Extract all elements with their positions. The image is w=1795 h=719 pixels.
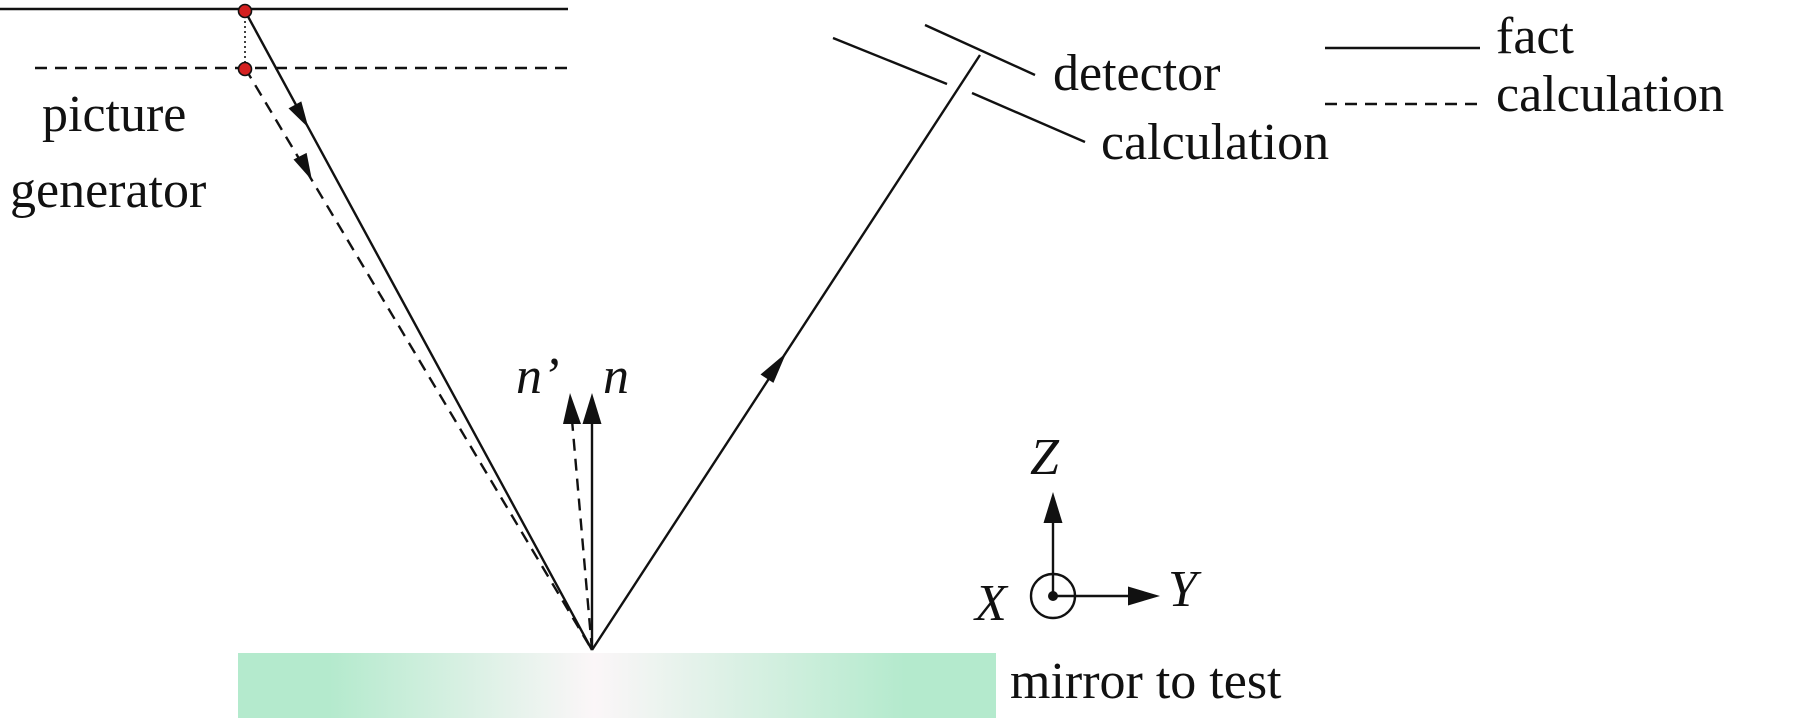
y-axis-arrowhead (1128, 586, 1160, 606)
z-axis-label: Z (1030, 429, 1060, 486)
detector-plane-calculation (832, 36, 948, 86)
legend-calculation-label: calculation (1496, 66, 1724, 123)
source-point-calculation (237, 61, 253, 77)
normal-calculated-arrowhead (563, 393, 581, 424)
x-axis-dot (1048, 591, 1058, 601)
mirror-to-test (238, 653, 996, 718)
z-axis-arrowhead (1043, 492, 1063, 523)
normal-calculated-label: n’ (516, 348, 559, 405)
normal-measured-arrowhead (582, 393, 602, 424)
x-axis-label: X (973, 575, 1009, 632)
y-axis-label: Y (1168, 561, 1202, 618)
incident-arrow-calculation (293, 152, 312, 181)
normal-measured-label: n (603, 348, 629, 405)
legend-fact-label: fact (1496, 8, 1574, 65)
incident-ray-calculation (243, 67, 594, 651)
detector-label: detector (1053, 45, 1220, 102)
x-axis-out-of-page-symbol (1029, 572, 1077, 620)
normal-calculated (570, 419, 594, 651)
detector-plane-calculation-ext (971, 91, 1086, 144)
reflected-ray-arrow (760, 352, 787, 383)
picture-generator-label-line1: picture (42, 86, 186, 143)
reflected-ray (590, 54, 982, 651)
incident-arrow-fact (288, 101, 309, 128)
picture-generator-label-line2: generator (10, 162, 206, 219)
detector-calculation-label: calculation (1101, 114, 1329, 171)
mirror-label: mirror to test (1010, 653, 1282, 710)
detector-plane-fact (924, 23, 1036, 77)
source-point-fact (237, 3, 253, 19)
